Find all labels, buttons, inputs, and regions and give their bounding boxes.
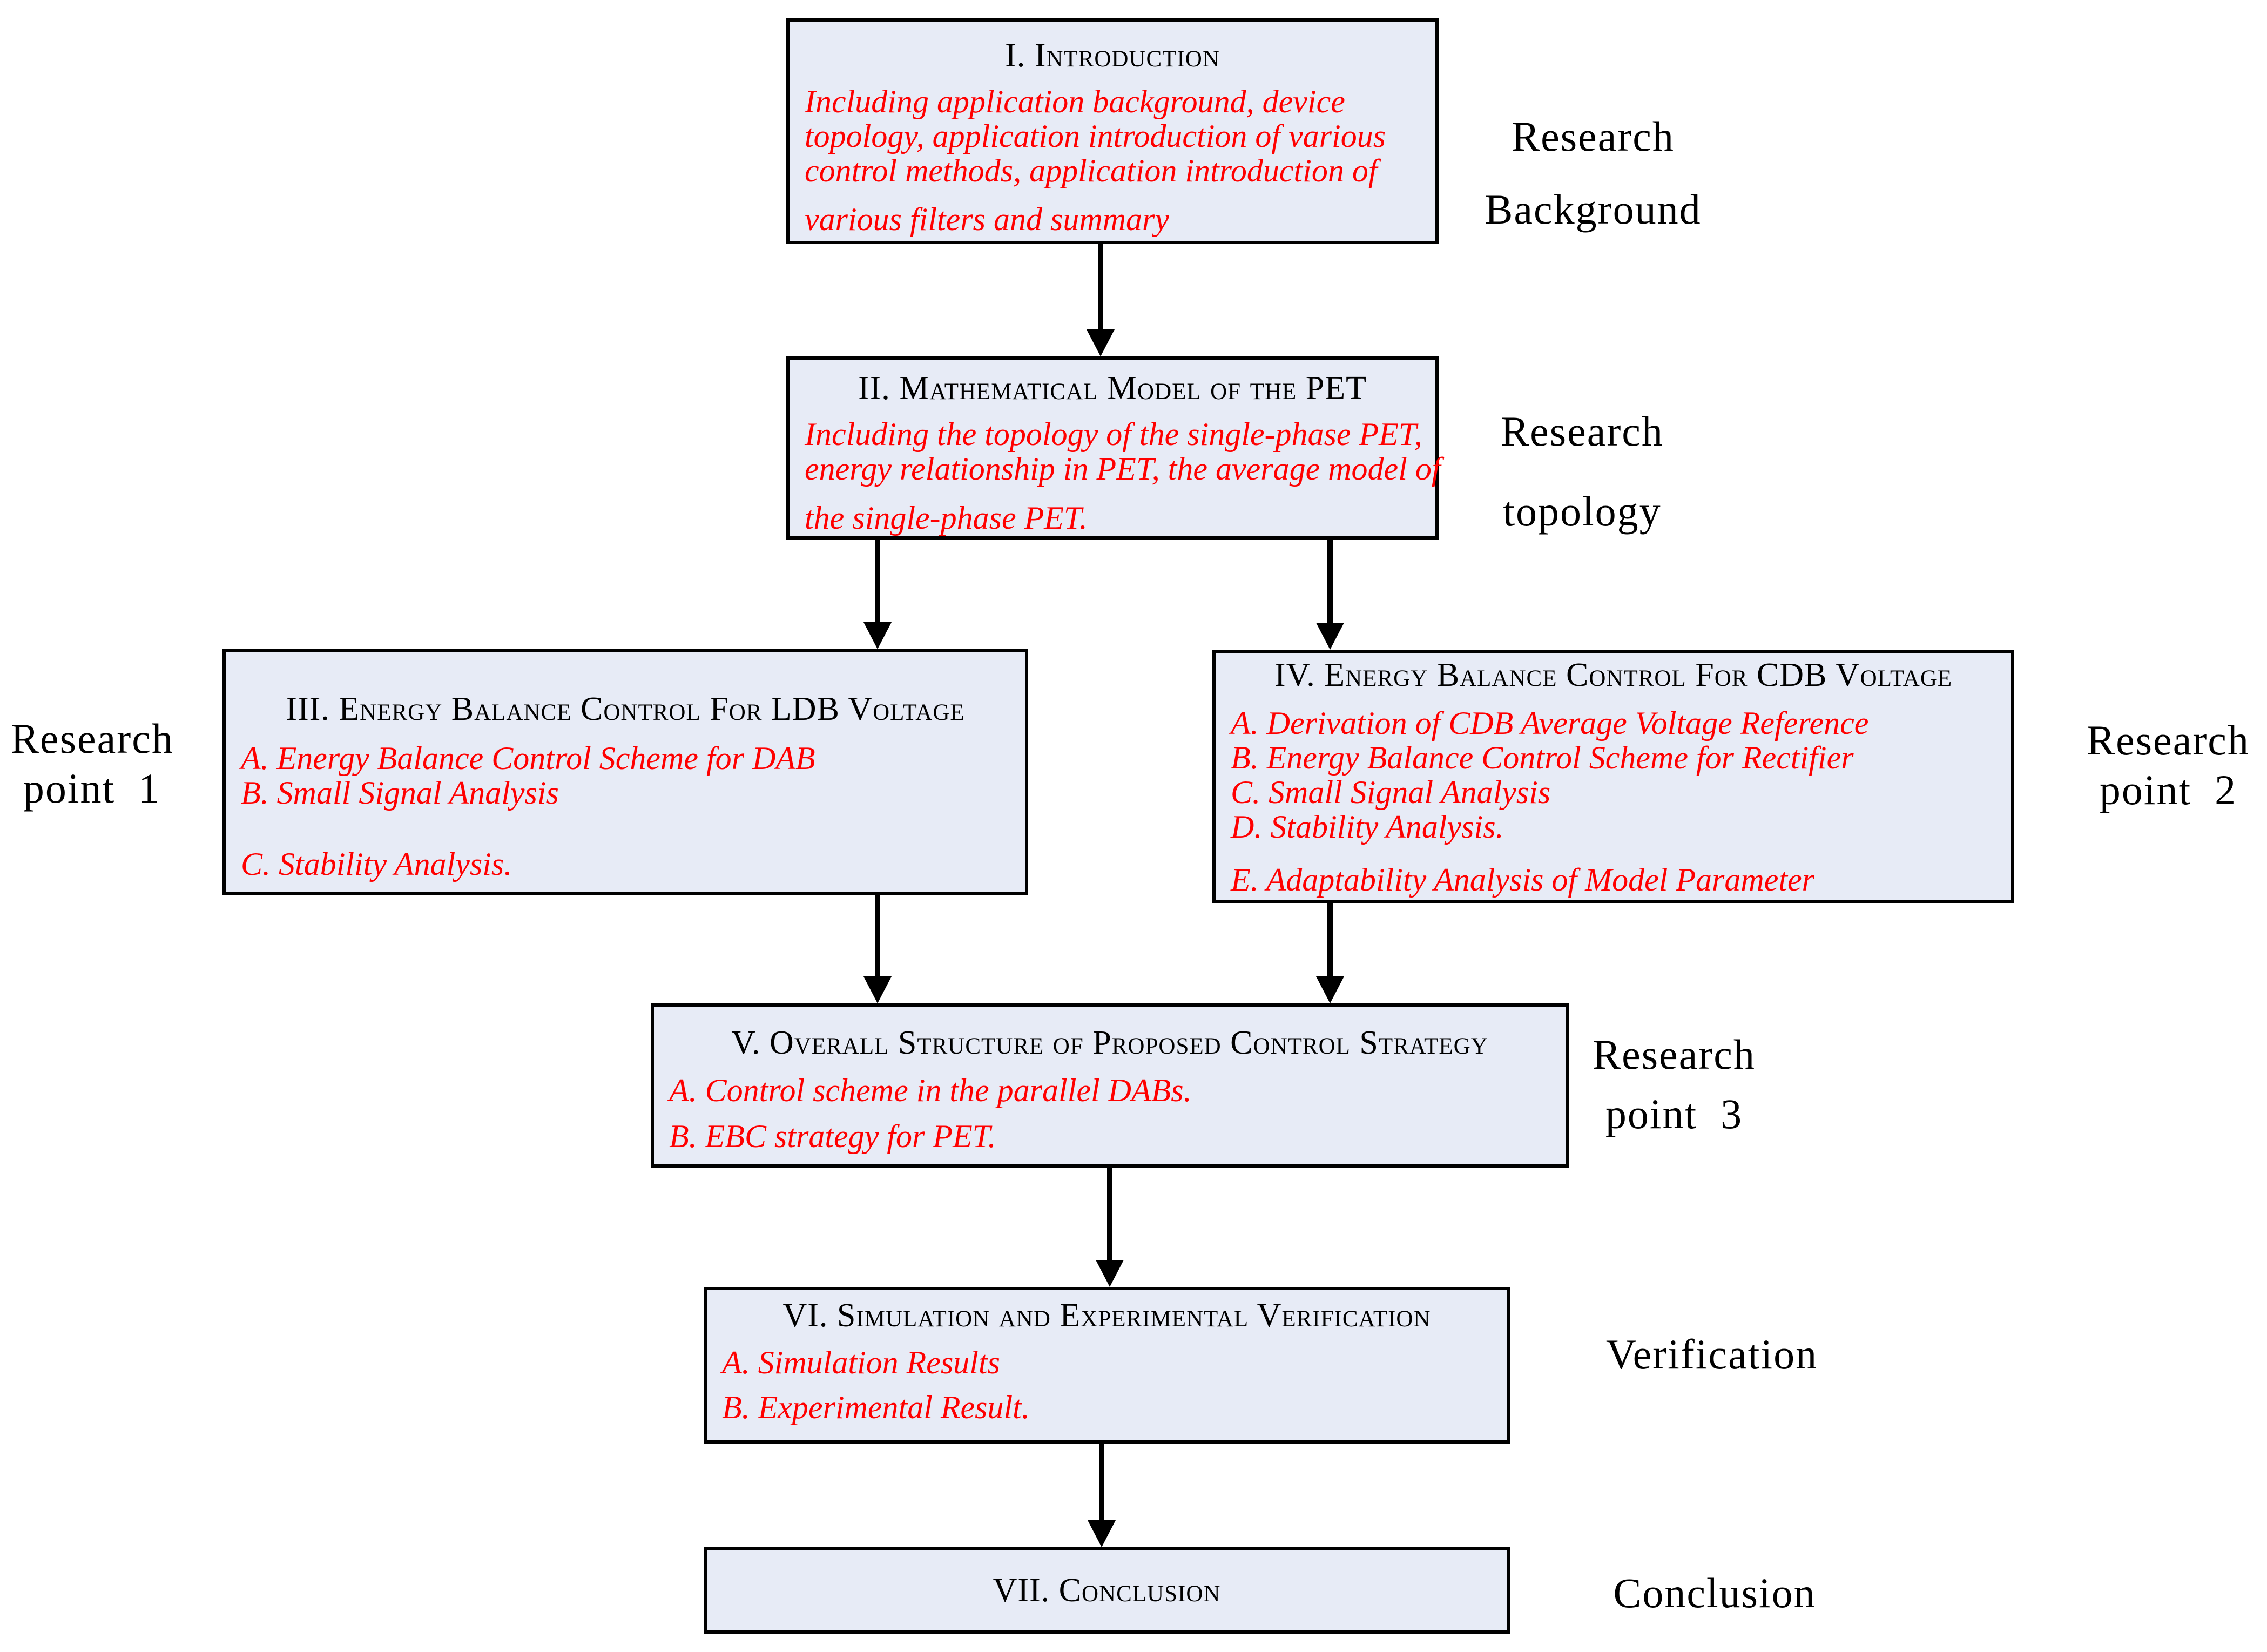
side-label-line: Research <box>1501 408 1664 455</box>
side-label-research-point-2: Research point 2 <box>2076 716 2260 815</box>
arrow-head-icon <box>1087 329 1115 356</box>
side-label-research-point-1: Research point 1 <box>11 714 173 813</box>
arrow-head-icon <box>863 976 892 1003</box>
side-label-line: Conclusion <box>1613 1569 1816 1616</box>
arrow-head-icon <box>1316 623 1344 650</box>
flow-arrow-model-to-ldb <box>863 540 892 649</box>
box-detail-line: the single-phase PET. <box>805 500 1088 536</box>
box-overall-structure: V. Overall Structure of Proposed Control… <box>651 1003 1569 1168</box>
side-label-line: point 3 <box>1605 1090 1743 1137</box>
side-label-conclusion: Conclusion <box>1598 1572 1831 1615</box>
box-title: II. Mathematical Model of the PET <box>858 370 1367 407</box>
box-detail-line: B. Energy Balance Control Scheme for Rec… <box>1231 740 1854 776</box>
arrow-head-icon <box>1316 976 1344 1003</box>
arrow-stem <box>875 540 880 622</box>
flow-arrow-ldb-to-overall <box>863 895 892 1003</box>
flow-arrow-intro-to-model <box>1087 244 1115 356</box>
box-detail-line: topology, application introduction of va… <box>805 118 1386 154</box>
box-detail-line: B. EBC strategy for PET. <box>669 1118 996 1154</box>
side-label-research-topology: Research topology <box>1453 392 1712 551</box>
box-detail-line: A. Derivation of CDB Average Voltage Ref… <box>1231 705 1869 741</box>
side-label-line: Research <box>1593 1031 1756 1078</box>
box-energy-balance-cdb: IV. Energy Balance Control For CDB Volta… <box>1212 650 2014 903</box>
box-detail-line: A. Simulation Results <box>722 1345 1000 1380</box>
side-label-line: Research <box>11 715 174 762</box>
box-title: IV. Energy Balance Control For CDB Volta… <box>1274 657 1953 693</box>
side-label-line: Background <box>1485 186 1702 233</box>
flow-arrow-simulation-to-conclusion <box>1088 1444 1116 1547</box>
box-detail-line: B. Experimental Result. <box>722 1390 1030 1425</box>
arrow-stem <box>875 895 880 976</box>
box-title: I. Introduction <box>1005 37 1220 74</box>
arrow-head-icon <box>863 622 892 649</box>
arrow-stem <box>1098 244 1103 329</box>
box-detail-line: A. Energy Balance Control Scheme for DAB <box>241 740 815 776</box>
side-label-line: point 1 <box>23 765 161 812</box>
side-label-verification: Verification <box>1582 1333 1841 1376</box>
box-detail-line: A. Control scheme in the parallel DABs. <box>669 1073 1192 1108</box>
flow-arrow-model-to-cdb <box>1316 540 1344 650</box>
box-detail-line: D. Stability Analysis. <box>1231 809 1504 845</box>
arrow-stem <box>1107 1168 1112 1260</box>
side-label-line: topology <box>1503 488 1662 535</box>
box-detail-line: E. Adaptability Analysis of Model Parame… <box>1231 862 1814 898</box>
arrow-stem <box>1327 540 1333 623</box>
arrow-stem <box>1099 1444 1104 1520</box>
side-label-line: Research <box>1512 113 1675 160</box>
box-detail-line: various filters and summary <box>805 201 1169 237</box>
box-detail-line: energy relationship in PET, the average … <box>805 451 1441 487</box>
box-title: III. Energy Balance Control For LDB Volt… <box>286 691 965 727</box>
box-simulation-verification: VI. Simulation and Experimental Verifica… <box>704 1287 1510 1444</box>
box-detail-line: Including application background, device <box>805 84 1345 119</box>
box-conclusion: VII. Conclusion <box>704 1547 1510 1634</box>
side-label-line: Verification <box>1605 1331 1818 1378</box>
box-detail-line: Including the topology of the single-pha… <box>805 416 1422 452</box>
side-label-research-background: Research Background <box>1453 100 1733 246</box>
box-mathematical-model: II. Mathematical Model of the PET Includ… <box>786 356 1441 540</box>
arrow-stem <box>1327 903 1333 976</box>
box-introduction: I. Introduction Including application ba… <box>786 18 1439 244</box>
box-detail-line: C. Small Signal Analysis <box>1231 774 1551 810</box>
box-title: VI. Simulation and Experimental Verifica… <box>782 1297 1431 1334</box>
box-detail-line: C. Stability Analysis. <box>241 846 512 882</box>
side-label-line: Research <box>2087 717 2250 764</box>
flow-arrow-overall-to-simulation <box>1096 1168 1124 1287</box>
side-label-research-point-3: Research point 3 <box>1585 1025 1763 1144</box>
arrow-head-icon <box>1088 1520 1116 1547</box>
box-title: VII. Conclusion <box>993 1572 1221 1609</box>
side-label-line: point 2 <box>2099 766 2237 813</box>
box-energy-balance-ldb: III. Energy Balance Control For LDB Volt… <box>222 649 1028 895</box>
box-detail-line: B. Small Signal Analysis <box>241 775 559 811</box>
arrow-head-icon <box>1096 1260 1124 1287</box>
flow-arrow-cdb-to-overall <box>1316 903 1344 1003</box>
box-title: V. Overall Structure of Proposed Control… <box>731 1024 1488 1061</box>
box-detail-line: control methods, application introductio… <box>805 153 1378 188</box>
